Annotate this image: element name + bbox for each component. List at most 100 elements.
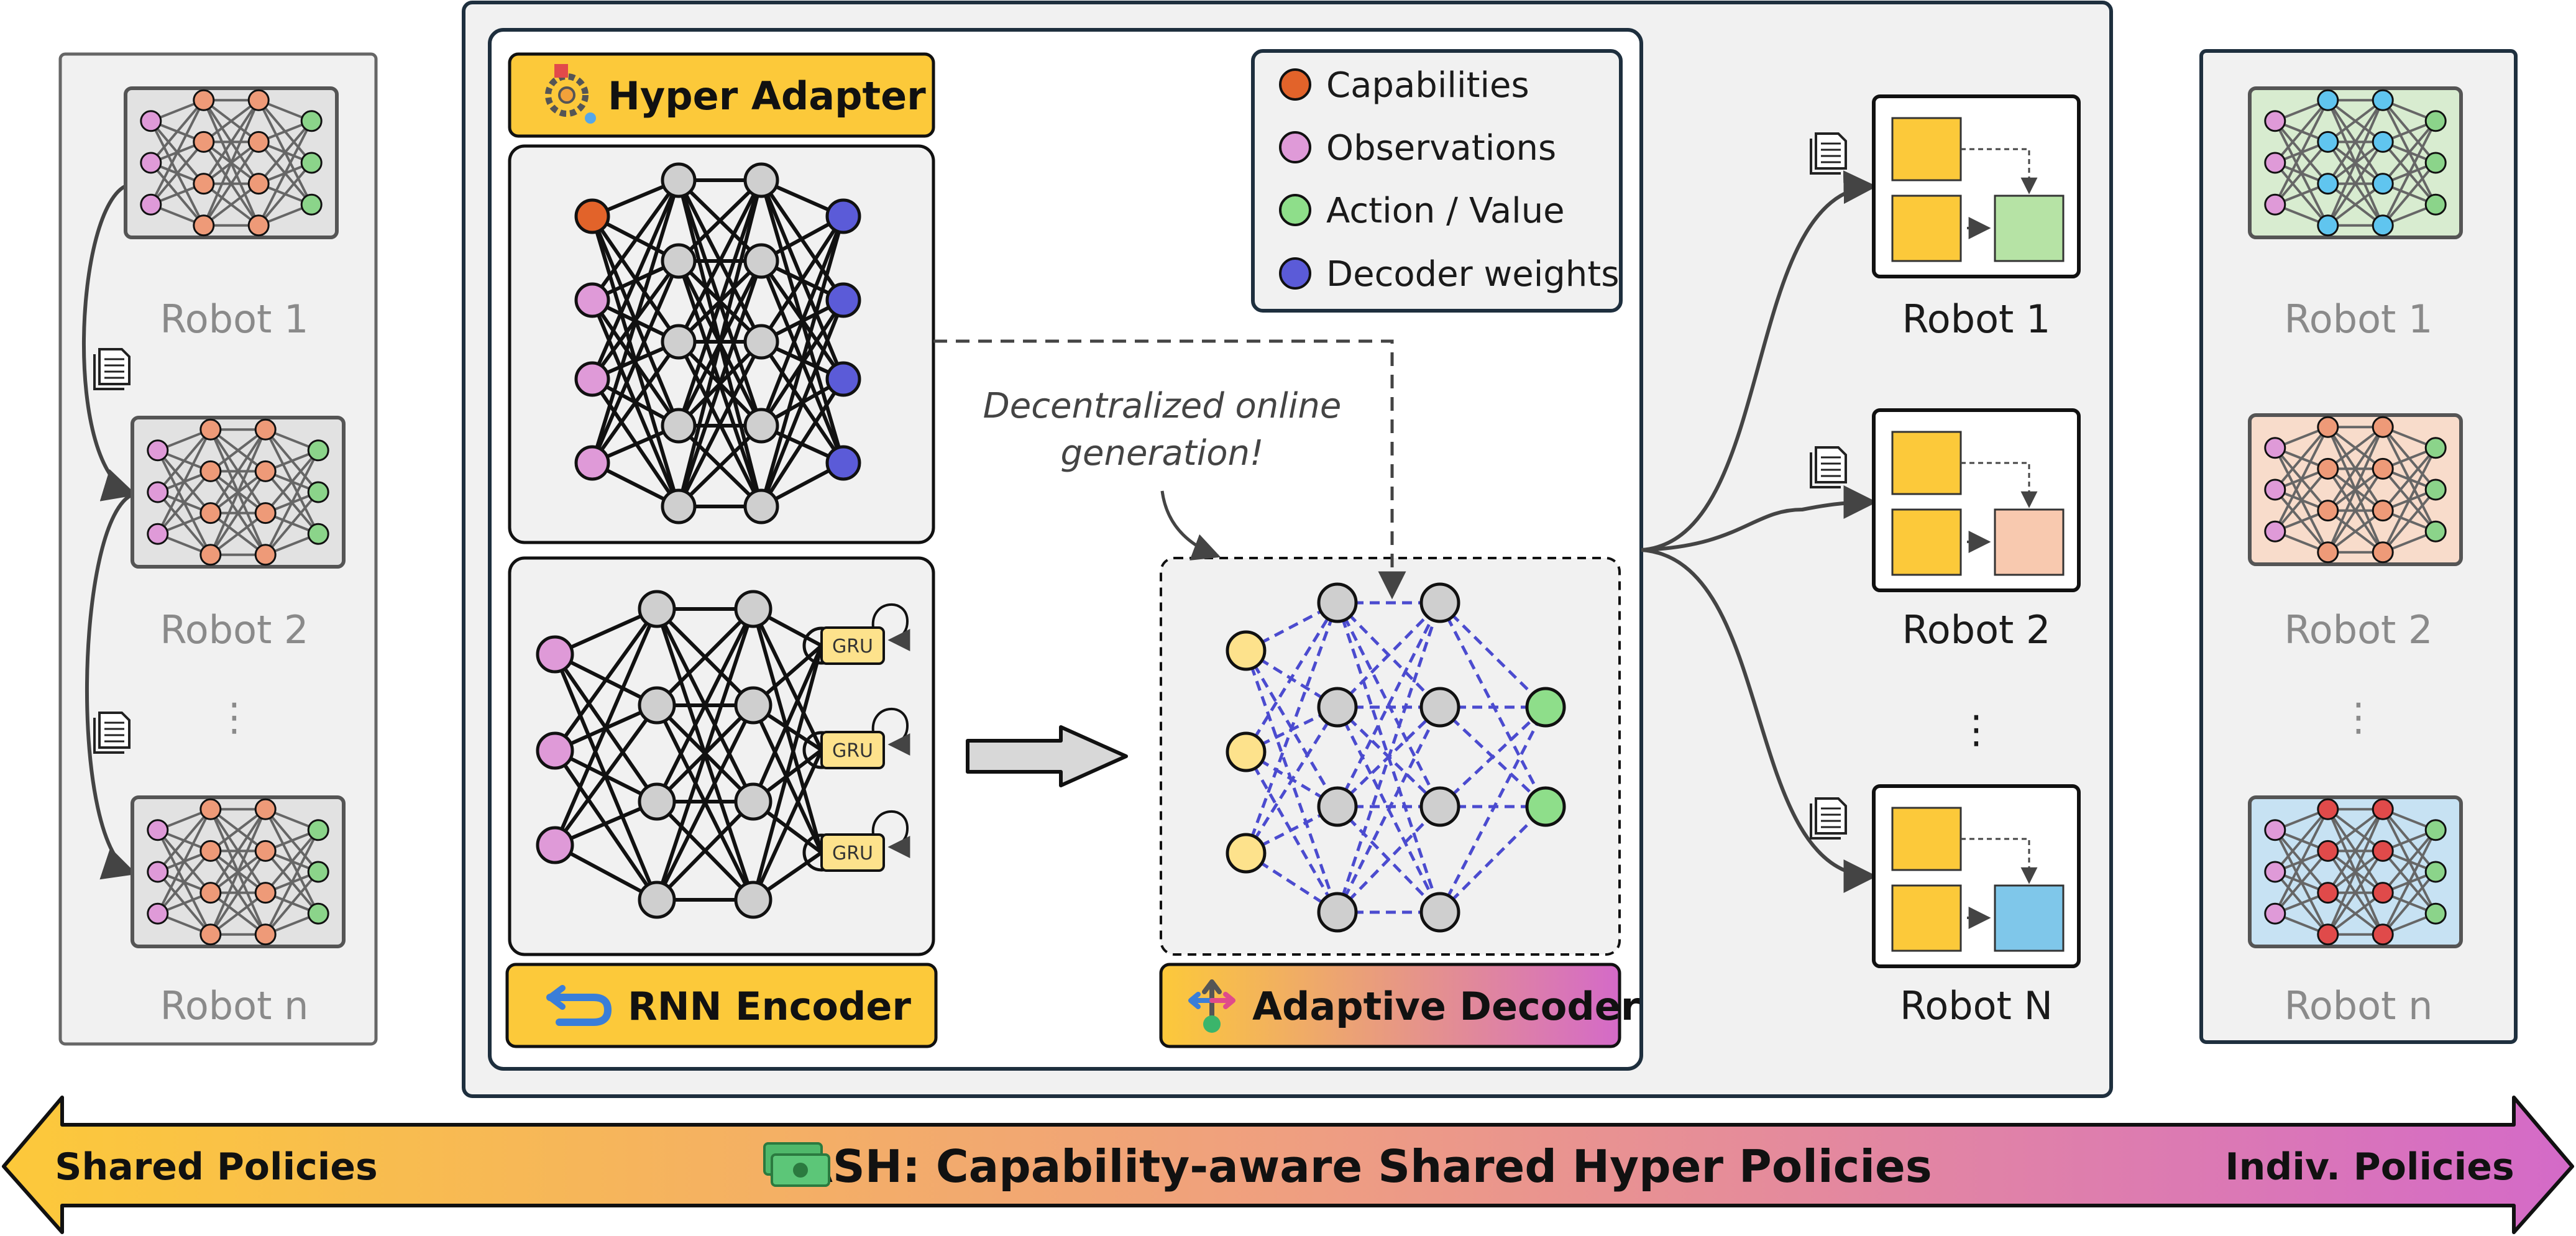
net-edge	[759, 215, 845, 343]
net-node	[2264, 819, 2286, 841]
indiv-policy-robot-n-nodes	[2264, 798, 2447, 946]
net-node	[574, 198, 610, 234]
net-edge	[1336, 602, 1442, 913]
net-edge	[1438, 706, 1547, 913]
net-edge	[209, 808, 267, 894]
document-icon	[1810, 797, 1847, 840]
net-node	[574, 282, 610, 318]
net-edge	[2381, 488, 2437, 554]
net-edge	[209, 429, 267, 514]
net-node	[254, 502, 277, 524]
net-node	[254, 798, 277, 820]
net-edge	[2327, 426, 2384, 470]
adaptive-decoder-title: Adaptive Decoder	[1252, 984, 1640, 1029]
legend-swatch-decoder-weights	[1279, 257, 1311, 290]
net-node	[2317, 923, 2339, 946]
net-edge	[590, 180, 681, 464]
net-node	[254, 840, 277, 862]
net-edge	[2274, 426, 2329, 491]
net-node	[2264, 110, 2286, 132]
net-edge	[2326, 808, 2385, 935]
net-node	[2317, 882, 2339, 904]
generation-note-line1: Decentralized online	[983, 386, 1342, 426]
shared-policy-robot-2-nodes	[147, 418, 329, 566]
net-node	[199, 798, 222, 820]
svg-text:GRU: GRU	[832, 636, 873, 657]
hyper-adapter-title: Hyper Adapter	[608, 73, 926, 119]
net-edge	[203, 99, 260, 143]
net-node	[254, 923, 277, 946]
net-node	[2317, 457, 2339, 480]
net-edge	[202, 99, 260, 226]
net-node	[661, 243, 697, 279]
shared-robot-2-label: Robot 2	[160, 607, 309, 652]
net-node	[140, 110, 162, 132]
net-edge	[2381, 120, 2437, 226]
net-node	[307, 439, 329, 462]
net-node	[1525, 786, 1566, 827]
net-node	[147, 902, 169, 925]
net-node	[254, 460, 277, 482]
net-edge	[150, 99, 205, 206]
net-node	[300, 110, 323, 132]
net-node	[2372, 923, 2394, 946]
net-edge	[677, 341, 763, 508]
net-node	[2372, 89, 2394, 111]
net-node	[147, 819, 169, 841]
net-edge	[209, 512, 267, 556]
net-edge	[2381, 829, 2437, 894]
legend: Capabilities Observations Action / Value…	[1279, 65, 1619, 295]
net-edge	[209, 850, 267, 935]
net-edge	[1336, 602, 1442, 808]
net-node	[199, 418, 222, 441]
net-edge	[157, 429, 212, 535]
net-node	[147, 439, 169, 462]
net-edge	[157, 470, 212, 535]
indiv-policy-robot-2	[2264, 416, 2447, 564]
net-node	[2317, 416, 2339, 438]
net-edge	[257, 120, 313, 185]
net-node	[638, 881, 676, 919]
net-edge	[2274, 426, 2329, 533]
net-edge	[590, 341, 681, 464]
rnn-encoder-title: RNN Encoder	[628, 984, 911, 1029]
net-node	[1226, 833, 1267, 874]
net-node	[2372, 798, 2394, 820]
indiv-robot-n-label: Robot n	[2285, 983, 2433, 1028]
net-edge	[264, 829, 319, 894]
net-edge	[2274, 468, 2329, 533]
adaptive-decoder-net	[1226, 582, 1566, 933]
net-node	[2424, 861, 2447, 883]
net-node	[2317, 214, 2339, 237]
net-edge	[1244, 602, 1339, 753]
document-icon	[1810, 132, 1847, 175]
net-node	[2372, 214, 2394, 237]
net-node	[2317, 89, 2339, 111]
net-node	[2372, 840, 2394, 862]
rnn-encoder-title-box	[505, 963, 938, 1048]
net-node	[247, 214, 270, 237]
net-node	[2424, 902, 2447, 925]
legend-label-capabilities: Capabilities	[1326, 65, 1529, 106]
net-node	[199, 840, 222, 862]
net-node	[247, 89, 270, 111]
net-edge	[2381, 829, 2437, 935]
svg-text:GRU: GRU	[832, 843, 873, 864]
net-node	[2424, 110, 2447, 132]
net-node	[307, 861, 329, 883]
net-edge	[2274, 99, 2329, 206]
net-node	[2264, 478, 2286, 501]
net-node	[254, 418, 277, 441]
net-node	[661, 408, 697, 444]
net-node	[743, 243, 779, 279]
net-node	[661, 324, 697, 360]
net-node	[638, 782, 676, 821]
net-node	[2372, 882, 2394, 904]
net-edge	[2327, 808, 2384, 852]
net-node	[307, 902, 329, 925]
net-edge	[759, 378, 845, 508]
shared-policy-robot-1	[140, 89, 323, 237]
indiv-policy-robot-2-nodes	[2264, 416, 2447, 564]
legend-swatch-capabilities	[1279, 68, 1311, 101]
net-edge	[2327, 183, 2384, 227]
